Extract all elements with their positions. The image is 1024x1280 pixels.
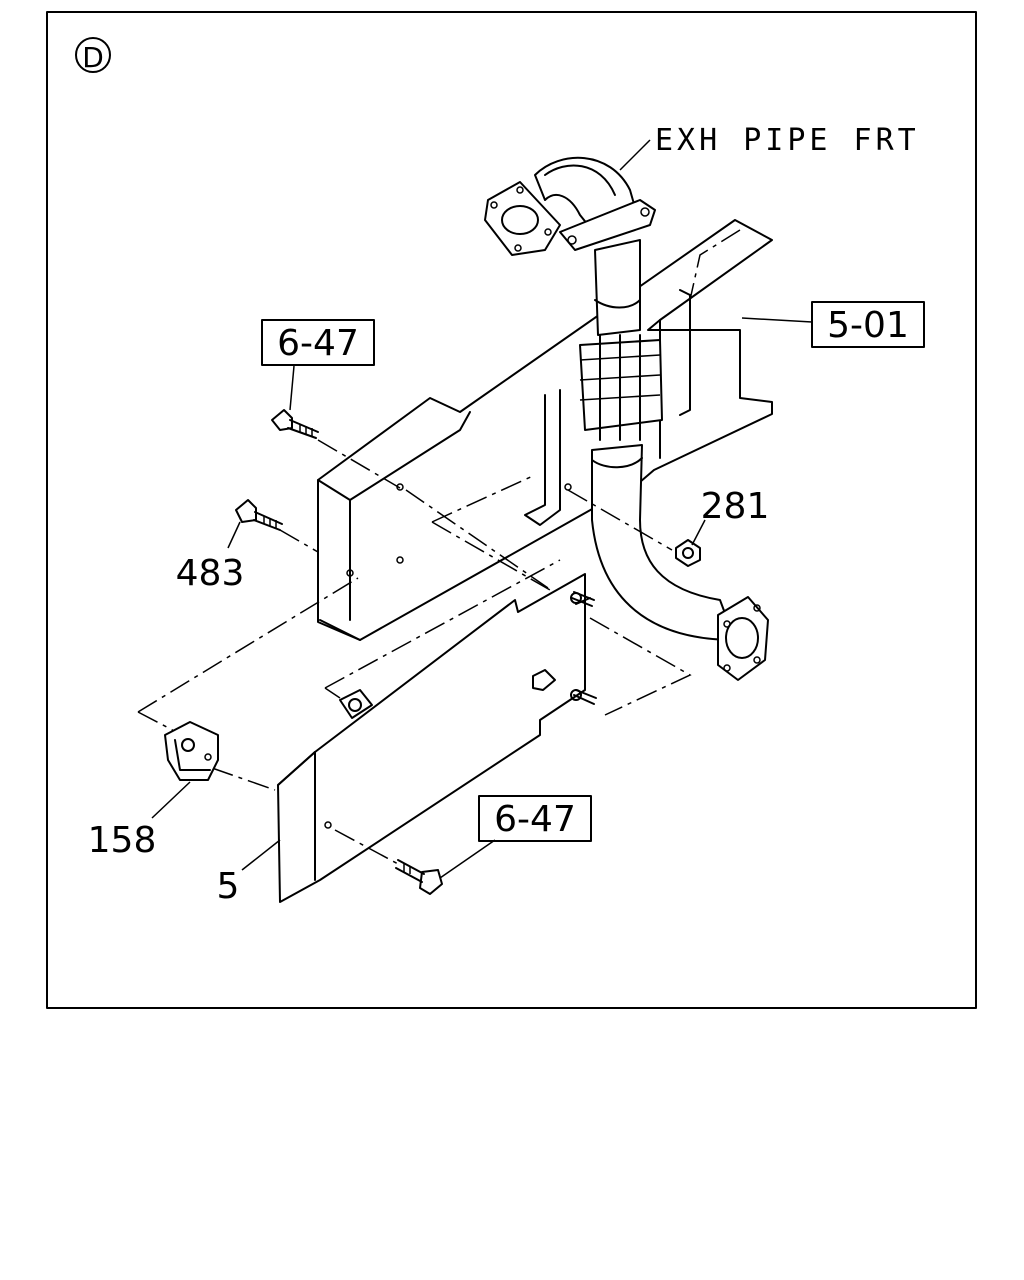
bracket-158	[164, 721, 219, 781]
ref-box-6-47-bottom	[478, 795, 592, 842]
exhaust-pipe	[484, 156, 769, 681]
callout-158: 158	[88, 820, 157, 861]
callout-6-47-bottom: 6-47	[494, 799, 576, 840]
bolt-6-47-bottom	[395, 859, 443, 895]
callout-6-47-top: 6-47	[277, 323, 359, 364]
alignment-lines	[137, 229, 741, 866]
bolt-6-47-top	[271, 409, 319, 439]
part-name-label: EXH PIPE FRT	[655, 123, 920, 158]
heat-shield	[277, 573, 597, 903]
frame-rail	[317, 219, 773, 641]
callout-5: 5	[217, 866, 240, 907]
nut-281	[675, 539, 701, 567]
bolt-483	[235, 499, 283, 531]
callout-5-01: 5-01	[827, 305, 909, 346]
ref-box-5-01	[811, 301, 925, 348]
diagram-frame	[46, 11, 977, 1009]
view-marker-letter: D	[82, 41, 104, 74]
leader-lines	[151, 139, 813, 879]
view-marker: D	[75, 37, 111, 74]
callout-483: 483	[176, 553, 245, 594]
ref-box-6-47-top	[261, 319, 375, 366]
callout-281: 281	[701, 486, 770, 527]
